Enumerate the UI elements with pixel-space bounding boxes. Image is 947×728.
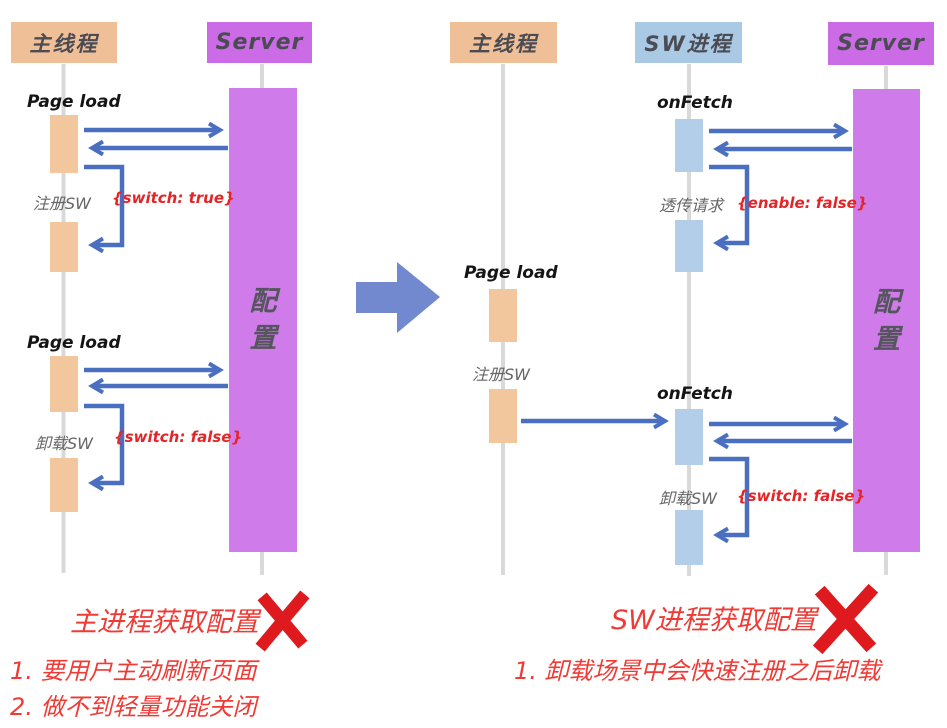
label-right-enable-false: {enable: false} — [737, 194, 868, 212]
label-right-page-load: Page load — [464, 263, 558, 283]
actor-right-main-thread: 主线程 — [450, 22, 557, 63]
footer-left-title: 主进程获取配置 — [70, 607, 259, 638]
activation-right-sw-1 — [675, 119, 703, 172]
message-arrow-left-self-register — [84, 164, 125, 245]
footer-left-item-2: 2. 做不到轻量功能关闭 — [10, 693, 257, 721]
activation-right-main-1 — [489, 289, 517, 342]
label-right-switch-false: {switch: false} — [737, 487, 866, 505]
label-left-switch-true: {switch: true} — [112, 189, 235, 207]
activation-right-sw-2 — [675, 220, 703, 272]
red-x-icon-left — [255, 590, 310, 652]
config-box-left-char1: 配 — [249, 286, 277, 317]
actor-right-server-label: Server — [837, 31, 925, 56]
label-left-register-sw: 注册SW — [33, 194, 91, 213]
actor-left-main-thread-label: 主线程 — [29, 31, 99, 56]
actor-right-main-thread-label: 主线程 — [469, 31, 538, 56]
message-arrow-right-self-passthrough — [709, 164, 750, 243]
activation-left-3 — [50, 356, 78, 412]
actor-right-sw-process: SW进程 — [635, 22, 742, 63]
message-arrow-left-self-unload — [84, 403, 125, 483]
actor-left-main-thread: 主线程 — [11, 22, 117, 63]
config-box-left-char2: 置 — [249, 323, 277, 354]
actor-left-server-label: Server — [215, 30, 304, 55]
label-right-onfetch-2: onFetch — [657, 384, 733, 404]
label-right-register-sw: 注册SW — [472, 365, 530, 384]
activation-right-main-2 — [489, 389, 517, 443]
footer-left-item-1: 1. 要用户主动刷新页面 — [10, 657, 257, 685]
message-arrow-right-self-unload — [709, 456, 750, 535]
actor-right-sw-process-label: SW进程 — [644, 31, 733, 56]
red-x-icon-right — [812, 583, 879, 655]
label-left-page-load-2: Page load — [27, 333, 121, 353]
activation-left-2 — [50, 222, 78, 272]
label-right-passthrough: 透传请求 — [659, 196, 724, 215]
label-left-page-load-1: Page load — [27, 92, 121, 112]
config-box-right-char2: 置 — [873, 323, 900, 355]
config-box-right-char1: 配 — [873, 286, 900, 318]
label-left-switch-false: {switch: false} — [114, 428, 243, 446]
activation-right-sw-4 — [675, 510, 703, 565]
footer-right-item-1: 1. 卸载场景中会快速注册之后卸载 — [514, 657, 881, 685]
label-right-unload-sw: 卸载SW — [659, 489, 717, 508]
config-box-left: 配 置 — [229, 88, 297, 552]
activation-right-sw-3 — [675, 409, 703, 465]
big-transition-arrow-icon — [356, 262, 440, 333]
actor-right-server: Server — [828, 22, 934, 65]
footer-right-title: SW进程获取配置 — [611, 605, 817, 636]
actor-left-server: Server — [207, 22, 312, 63]
config-box-right: 配 置 — [853, 89, 920, 552]
activation-left-4 — [50, 458, 78, 512]
activation-left-1 — [50, 115, 78, 173]
label-left-unload-sw: 卸载SW — [35, 434, 93, 453]
label-right-onfetch-1: onFetch — [657, 93, 733, 113]
